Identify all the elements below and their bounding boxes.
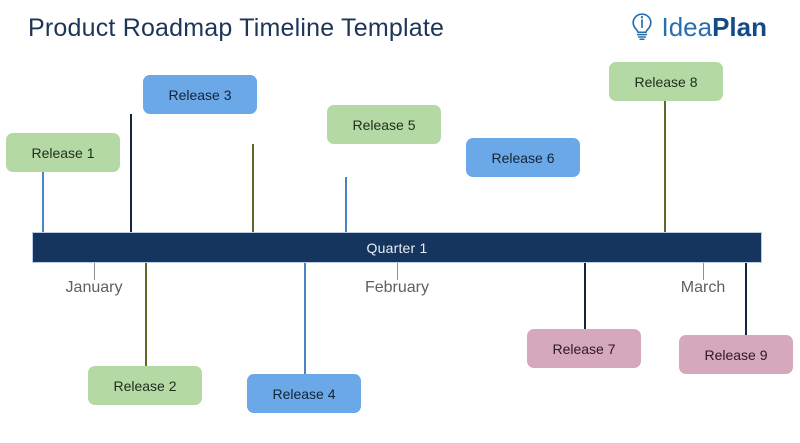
month-label: January — [65, 279, 123, 296]
release-box-2[interactable]: Release 2 — [88, 366, 202, 405]
connector-line-8 — [664, 101, 666, 236]
connector-line-4 — [304, 261, 306, 374]
lightbulb-idea-icon — [629, 12, 655, 42]
release-box-7[interactable]: Release 7 — [527, 329, 641, 368]
connector-line-9 — [745, 261, 747, 335]
release-box-3[interactable]: Release 3 — [143, 75, 257, 114]
connector-line-3 — [130, 114, 132, 236]
quarter-label: Quarter 1 — [366, 239, 428, 256]
brand-name-plan: Plan — [712, 12, 767, 42]
release-box-4[interactable]: Release 4 — [247, 374, 361, 413]
connector-line-7 — [584, 261, 586, 329]
release-box-5[interactable]: Release 5 — [327, 105, 441, 144]
page-title: Product Roadmap Timeline Template — [28, 14, 445, 42]
connector-line-5 — [252, 144, 254, 236]
release-box-1[interactable]: Release 1 — [6, 133, 120, 172]
release-box-9[interactable]: Release 9 — [679, 335, 793, 374]
connector-line-1 — [42, 172, 44, 236]
month-label: February — [364, 279, 430, 296]
timeline-bar[interactable]: Quarter 1 — [32, 232, 762, 263]
month-label: March — [680, 279, 726, 296]
month-tick — [94, 263, 95, 280]
month-tick — [397, 263, 398, 280]
connector-line-2 — [145, 261, 147, 366]
month-tick — [703, 263, 704, 280]
brand-logo: IdeaPlan — [629, 12, 767, 42]
brand-name-idea: Idea — [661, 12, 713, 42]
release-box-6[interactable]: Release 6 — [466, 138, 580, 177]
connector-line-6 — [345, 177, 347, 236]
release-box-8[interactable]: Release 8 — [609, 62, 723, 101]
